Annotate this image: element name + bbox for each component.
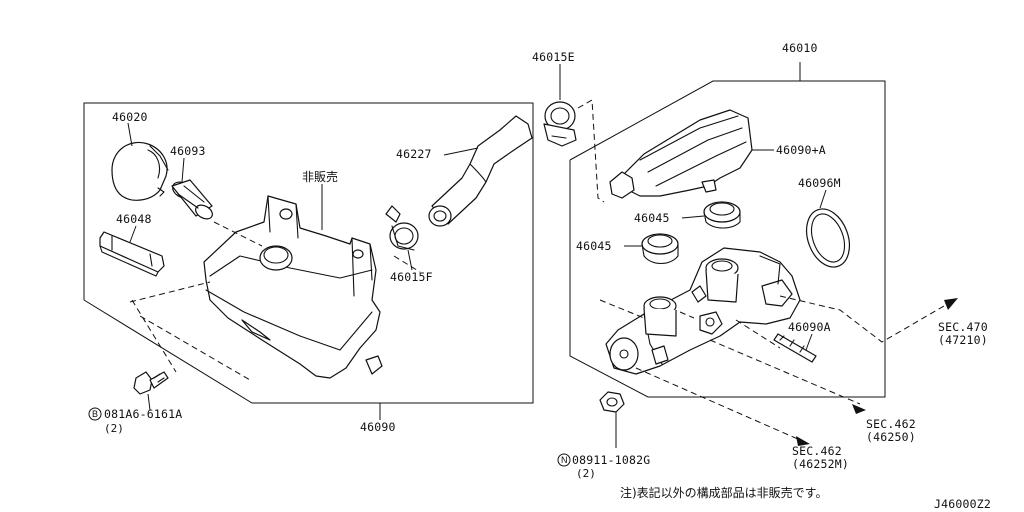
label-bolt-code: 081A6-6161A	[104, 407, 182, 421]
hose-part	[428, 115, 533, 227]
strainer-part	[171, 179, 213, 220]
leader-46015f	[407, 249, 413, 271]
bolt-symbol-circle	[88, 407, 102, 421]
label-46227: 46227	[396, 147, 432, 161]
label-sec462-lower: SEC.462	[792, 444, 842, 458]
label-46096m: 46096M	[798, 176, 841, 190]
label-46048: 46048	[116, 212, 152, 226]
label-46010: 46010	[782, 41, 818, 55]
bolt-callout: B 081A6-6161A (2)	[88, 407, 182, 435]
level-sensor-part	[99, 231, 165, 277]
label-sec462-upper: SEC.462	[866, 417, 916, 431]
label-sec470-ref: (47210)	[938, 333, 988, 347]
diagram-id: J46000Z2	[934, 497, 991, 511]
leader-46045-upper	[681, 215, 705, 219]
label-46015f: 46015F	[390, 270, 433, 284]
leader-46096m	[819, 189, 827, 209]
label-46045-lower: 46045	[576, 239, 612, 253]
o-ring-part	[805, 208, 851, 268]
master-cylinder-frame	[569, 80, 886, 398]
reservoir-tank-part	[203, 195, 383, 379]
nut-part	[599, 391, 625, 413]
nut-symbol-circle	[557, 453, 571, 467]
label-nut-code: 08911-1082G	[572, 453, 650, 467]
label-46093: 46093	[170, 144, 206, 158]
bolt-part	[133, 371, 169, 395]
cylinder-dashed-guides	[599, 295, 945, 441]
label-46090: 46090	[360, 420, 396, 434]
label-nut-qty: (2)	[576, 467, 596, 480]
leader-46227	[443, 147, 479, 156]
label-46045-upper: 46045	[634, 211, 670, 225]
leader-46048	[129, 225, 137, 243]
label-sec462-lower-ref: (46252M)	[792, 457, 849, 471]
clip-e-dashed-guide	[577, 99, 605, 203]
seal-upper-part	[703, 201, 741, 229]
label-not-sold: 非販売	[302, 169, 338, 184]
label-sec462-upper-ref: (46250)	[866, 430, 916, 444]
leader-46093	[181, 157, 185, 183]
label-46020: 46020	[112, 110, 148, 124]
nut-symbol-letter: N	[561, 455, 568, 465]
bolt-symbol-letter: B	[92, 409, 98, 419]
cylinder-reservoir-part	[609, 109, 753, 199]
leader-bolt	[147, 393, 151, 411]
pin-part	[773, 333, 817, 363]
label-bolt-qty: (2)	[104, 422, 124, 435]
nut-callout: N 08911-1082G (2)	[557, 453, 650, 480]
sec-arrows	[796, 298, 958, 446]
leader-46090a	[805, 333, 813, 351]
master-cylinder-body-part	[605, 247, 801, 375]
label-sec470: SEC.470	[938, 320, 988, 334]
label-46015e: 46015E	[532, 50, 575, 64]
reservoir-cap-part	[111, 141, 169, 201]
hose-clip-f-part	[385, 205, 419, 251]
footer-note: 注)表記以外の構成部品は非販売です。	[620, 485, 827, 500]
hose-clip-e-part	[543, 101, 577, 147]
leader-46020	[127, 122, 133, 147]
label-46090a: 46090A	[788, 320, 831, 334]
label-46090a-plus: 46090+A	[776, 143, 826, 157]
reservoir-frame	[83, 102, 534, 404]
reservoir-dashed-guides	[129, 221, 421, 381]
seal-lower-part	[641, 233, 679, 265]
